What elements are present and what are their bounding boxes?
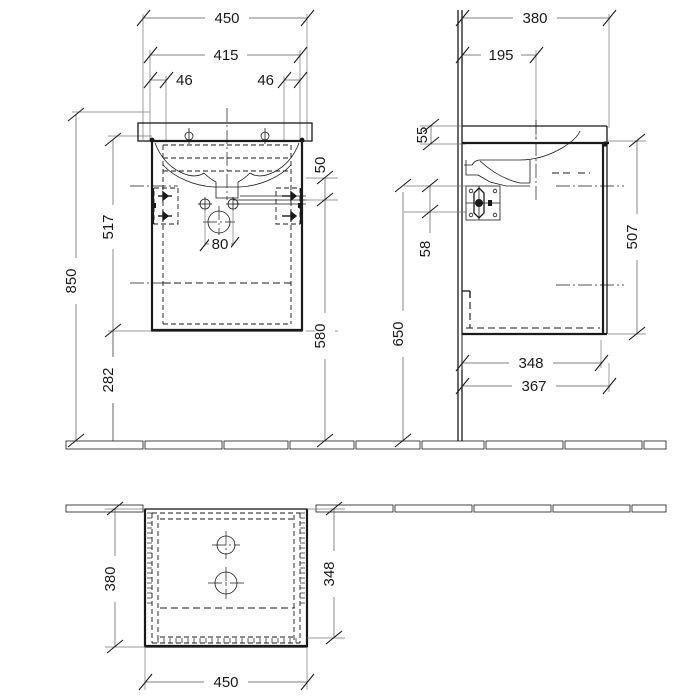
dim-basin-width-415: 415 [143,45,308,65]
dim-cabinet-depth-348: 348 [455,334,609,373]
floor-line-elevation [65,440,667,450]
dim-label-650: 650 [390,321,407,346]
side-cabinet-body [462,141,608,336]
dim-tap-spacing-80: 80 [199,209,240,253]
front-extension-lines [72,14,338,332]
dim-plan-width-450: 450 [138,647,315,692]
dim-label-415: 415 [213,47,238,64]
slab-tap-markers [184,128,270,144]
dim-label-46-left: 46 [176,72,193,89]
dim-cabinet-height-650: 650 [390,178,413,448]
dim-cabinet-base-580: 580 [312,200,335,448]
dim-label-50: 50 [312,157,329,174]
dim-label-58: 58 [417,241,434,258]
dim-label-46-right: 46 [257,72,274,89]
dim-label-195: 195 [488,47,513,64]
plan-fixing-markers [208,531,244,599]
dim-label-517: 517 [100,214,117,239]
dim-unit-height-517: 517 [100,132,123,441]
side-elevation-view: 380 195 55 58 [390,8,647,448]
plan-view: 380 348 450 [65,501,667,692]
hinge-side-view [465,185,501,221]
dim-overall-depth-380: 380 [455,8,617,28]
basin-corner-right [299,137,305,143]
dim-label-80: 80 [212,236,229,253]
dim-label-367: 367 [521,378,546,395]
dim-label-450-top: 450 [214,10,239,27]
dim-label-348-plan: 348 [321,561,338,586]
front-elevation-view: 450 415 46 46 [63,8,338,448]
dim-floor-clearance-282: 282 [100,331,123,441]
dim-overall-width-450: 450 [136,8,315,28]
dim-label-507: 507 [624,224,641,249]
dim-basin-thickness-55: 55 [414,118,440,151]
dim-centre-depth-195: 195 [455,45,544,65]
dim-label-380-plan: 380 [102,566,119,591]
dim-total-height-850: 850 [63,107,86,448]
dim-label-348-side: 348 [518,355,543,372]
dim-left-offset-46: 46 [143,71,193,89]
side-hidden-details [552,172,624,286]
basin-corner-left [149,137,155,143]
dim-label-450-plan: 450 [213,674,238,691]
tap-holes-and-waste [198,195,306,238]
dim-label-282: 282 [100,367,117,392]
dim-label-850: 850 [63,268,80,293]
plan-wall-line [65,504,667,513]
dim-basin-lip-50: 50 [312,157,334,207]
hinge-left-front [130,185,179,225]
dim-label-55: 55 [414,127,431,144]
plan-edge-hatching [147,512,305,643]
dim-cabinet-depth-367: 367 [455,363,617,396]
dim-label-380-side: 380 [522,10,547,27]
side-basin-bowl [464,120,581,200]
dim-hinge-offset-58: 58 [417,178,440,265]
dim-plan-inner-348: 348 [307,501,345,645]
dim-plan-depth-380: 380 [102,501,145,654]
dim-door-height-507: 507 [624,133,647,341]
dim-label-580: 580 [312,323,329,348]
side-basin-slab [462,125,609,145]
dim-right-offset-46: 46 [257,71,308,89]
side-hidden-shelf [462,290,600,329]
